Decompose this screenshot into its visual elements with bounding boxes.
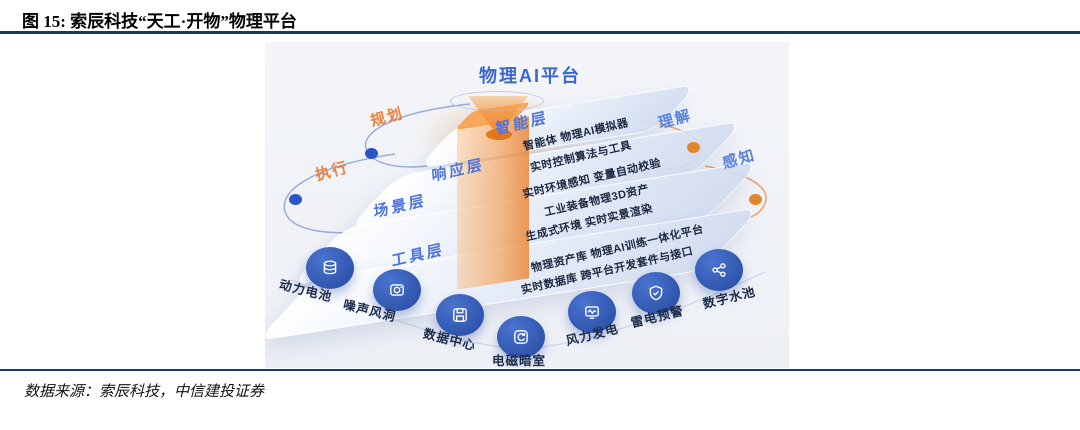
facility-circle-power-battery [306, 247, 354, 289]
funnel-base-ellipse [486, 129, 512, 140]
facility-label: 电磁暗室 [492, 354, 547, 368]
flow-label-planning: 规划 [368, 104, 406, 131]
top-rule [0, 31, 1080, 34]
save-icon [453, 308, 467, 322]
facility-circle-noise-wind-tunnel [373, 269, 421, 311]
facility-circle-wind-power [568, 291, 616, 333]
camera-icon [390, 284, 404, 296]
platform-title: 物理AI平台 [479, 66, 581, 86]
planning-dot [365, 148, 378, 159]
rotate-arrow-icon [514, 330, 528, 344]
execution-dot [289, 194, 302, 205]
shield-check-icon [649, 285, 663, 301]
diagram-panel: 物理AI平台 规划 执行 理解 感知 智能层 响应层 场景层 工具层 智能体 物… [265, 42, 789, 368]
database-icon [323, 260, 337, 275]
bottom-rule [0, 369, 1080, 371]
share-nodes-icon [712, 263, 726, 277]
figure-source: 数据来源：索辰科技，中信建投证券 [24, 384, 265, 400]
facility-circle-data-center [436, 294, 484, 336]
monitor-wave-icon [585, 306, 599, 319]
facility-circle-lightning-warning [632, 272, 680, 314]
figure-title: 图 15: 索辰科技“天工·开物”物理平台 [22, 12, 297, 31]
flow-label-execution: 执行 [313, 158, 351, 185]
perception-dot [749, 194, 762, 205]
understanding-dot [687, 142, 700, 153]
facility-circle-digital-pool [695, 249, 743, 291]
orange-column [457, 116, 529, 290]
facility-circle-em-chamber [497, 316, 545, 358]
